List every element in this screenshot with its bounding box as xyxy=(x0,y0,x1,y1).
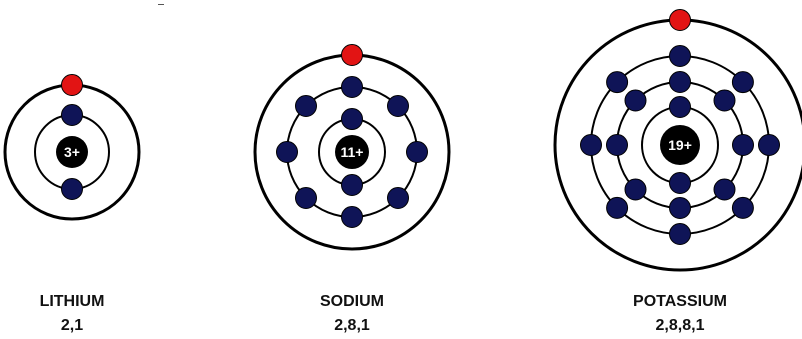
atom-lithium: 3+ LITHIUM 2,1 xyxy=(5,75,139,335)
electron xyxy=(732,197,753,218)
electron xyxy=(670,97,691,118)
electron xyxy=(342,77,363,98)
electron xyxy=(296,96,317,117)
electron xyxy=(714,179,735,200)
electron xyxy=(607,72,628,93)
nucleus-label: 3+ xyxy=(64,144,80,160)
electron xyxy=(714,90,735,111)
electron xyxy=(581,135,602,156)
electron xyxy=(342,207,363,228)
electron xyxy=(62,179,83,200)
electron xyxy=(733,135,754,156)
nucleus-label: 11+ xyxy=(341,144,364,160)
electron xyxy=(388,188,409,209)
electron xyxy=(407,142,428,163)
electron xyxy=(670,198,691,219)
electron xyxy=(732,72,753,93)
electron xyxy=(670,46,691,67)
electron xyxy=(670,72,691,93)
electron xyxy=(388,96,409,117)
nucleus-label: 19+ xyxy=(668,137,692,153)
electron xyxy=(759,135,780,156)
electron xyxy=(625,179,646,200)
electron xyxy=(670,224,691,245)
electron-configuration-potassium: 2,8,8,1 xyxy=(656,317,705,334)
atom-potassium: 19+ POTASSIUM 2,8,8,1 xyxy=(555,10,802,335)
valence-electron xyxy=(342,45,363,66)
atom-sodium: 11+ SODIUM 2,8,1 xyxy=(255,45,449,335)
electron-configuration-sodium: 2,8,1 xyxy=(334,317,370,334)
electron-configuration-lithium: 2,1 xyxy=(61,317,83,334)
electron xyxy=(62,105,83,126)
electron xyxy=(342,109,363,130)
atom-name-potassium: POTASSIUM xyxy=(633,293,727,310)
electron xyxy=(277,142,298,163)
valence-electron xyxy=(670,10,691,31)
electron xyxy=(670,173,691,194)
valence-electron xyxy=(62,75,83,96)
electron xyxy=(607,197,628,218)
atom-name-lithium: LITHIUM xyxy=(40,293,105,310)
electron xyxy=(296,188,317,209)
atom-name-sodium: SODIUM xyxy=(320,293,384,310)
electron xyxy=(625,90,646,111)
electron xyxy=(342,175,363,196)
electron xyxy=(607,135,628,156)
